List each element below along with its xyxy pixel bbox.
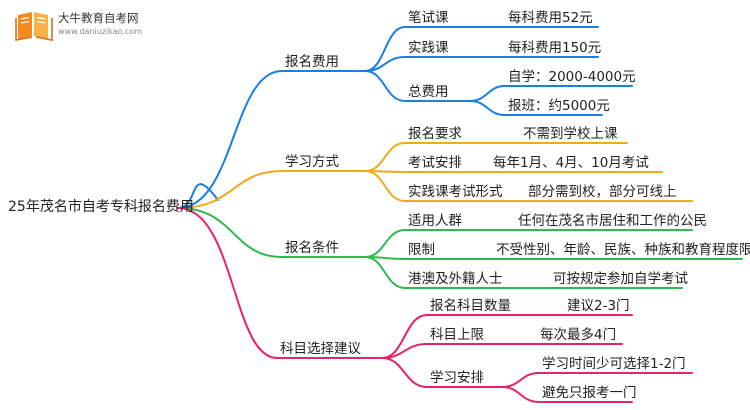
subject-plan-few: 学习时间少可选择1-2门 [542, 356, 686, 372]
subject-limit-key: 科目上限 [430, 327, 484, 343]
connector-subject-plan [381, 357, 503, 388]
connector-study-requirement [364, 142, 628, 172]
connector-subject-count [381, 314, 633, 359]
branch-study: 学习方式 [285, 154, 339, 170]
condition-limit-value: 不受性别、年龄、民族、种族和教育程度限制 [496, 242, 750, 258]
fee-practice-value: 每科费用150元 [508, 40, 602, 56]
connector-subject-limit [381, 343, 623, 359]
condition-limit-key: 限制 [408, 242, 435, 258]
book-logo-icon [15, 12, 53, 41]
connector-fee-class [469, 100, 603, 116]
watermark-site-url: www.daniuzikao.com [58, 27, 142, 36]
fee-practice-key: 实践课 [408, 40, 449, 56]
fee-total-key: 总费用 [408, 84, 449, 100]
condition-people-key: 适用人群 [408, 213, 462, 229]
fee-total-self-study: 自学：2000-4000元 [508, 69, 636, 85]
connector-study-practice [364, 170, 693, 202]
connector-root-fee [177, 70, 366, 209]
subject-count-value: 建议2-3门 [567, 298, 630, 314]
connector-fee-total [364, 70, 471, 102]
fee-written-key: 笔试课 [408, 10, 449, 26]
study-requirement-value: 不需到学校上课 [523, 126, 618, 142]
branch-condition: 报名条件 [285, 240, 339, 256]
study-exam-value: 每年1月、4月、10月考试 [493, 155, 649, 171]
connector-subject-plan-avoid [501, 386, 633, 403]
connector-root-condition [177, 207, 366, 258]
connector-fee-written [364, 26, 599, 72]
watermark-site-name: 大牛教育自考网 [58, 11, 139, 25]
condition-people-value: 任何在茂名市居住和工作的公民 [518, 213, 707, 229]
branch-fee: 报名费用 [285, 54, 339, 70]
study-practice-key: 实践课考试形式 [408, 184, 503, 200]
connector-study-exam [364, 170, 663, 173]
branch-subject: 科目选择建议 [280, 341, 361, 357]
connector-root-subject [177, 207, 383, 359]
connector-root-study [177, 170, 366, 209]
study-requirement-key: 报名要求 [408, 126, 462, 142]
subject-limit-value: 每次最多4门 [540, 327, 617, 343]
condition-foreign-value: 可按规定参加自学考试 [553, 271, 688, 287]
study-practice-value: 部分需到校，部分可线上 [528, 184, 677, 200]
condition-foreign-key: 港澳及外籍人士 [408, 271, 503, 287]
connector-condition-foreign [364, 256, 683, 289]
fee-total-class: 报班：约5000元 [508, 98, 610, 114]
study-exam-key: 考试安排 [408, 155, 462, 171]
root-topic: 25年茂名市自考专科报名费用 [8, 199, 194, 215]
connector-fee-practice [364, 56, 599, 72]
subject-plan-key: 学习安排 [430, 370, 484, 386]
fee-written-value: 每科费用52元 [508, 10, 593, 26]
subject-plan-avoid: 避免只报考一门 [542, 385, 637, 401]
subject-count-key: 报名科目数量 [430, 298, 511, 314]
connector-condition-people [364, 229, 693, 258]
